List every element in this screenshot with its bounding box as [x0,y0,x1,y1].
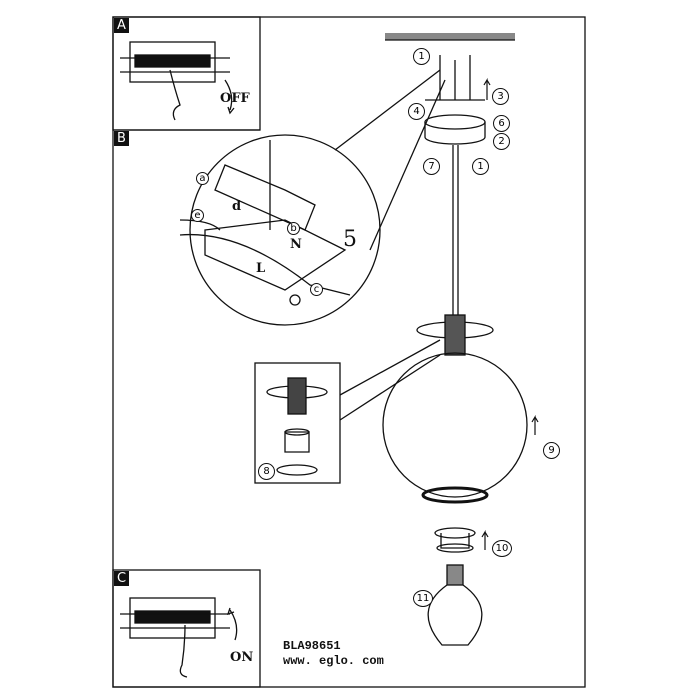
on-label: ON [230,650,254,665]
breaker-icon [120,41,235,121]
panel-c-box [112,569,261,688]
detail-step-number: 5 [343,227,357,252]
ceiling [385,33,515,40]
step-6-label: 6 [493,115,510,132]
detail-circle [189,134,381,326]
wire-n-label: N [290,237,302,252]
website: www. eglo. com [283,654,384,668]
terminal-block [179,140,351,306]
wire-a-label: a [196,172,209,185]
globe-opening [421,486,489,504]
socket-detail [266,377,328,476]
step-1b-label: 1 [472,158,489,175]
panel-a-label: A [114,18,129,33]
panel-b-label: B [114,131,129,146]
wire-e-label: e [191,209,204,222]
frame [112,16,586,688]
off-label: OFF [220,91,250,106]
panel-c-label: C [114,571,129,586]
wire-l-label: L [256,261,266,276]
mounting-bracket [425,55,485,101]
step-10-label: 10 [492,540,512,557]
shade-holder [416,314,494,356]
step-2-label: 2 [493,133,510,150]
model-number: BLA98651 [283,639,341,653]
glass-globe [382,352,528,498]
step-3-label: 3 [492,88,509,105]
panel-a-box [112,16,261,131]
step-9-label: 9 [543,442,560,459]
wire-d-label: d [232,199,242,214]
breaker-on-icon [120,597,238,678]
wire-c-label: c [310,283,323,296]
step-11-label: 11 [413,590,433,607]
canopy [424,114,486,145]
shade-ring [434,527,476,553]
step-8-label: 8 [258,463,275,480]
step-4-label: 4 [408,103,425,120]
light-bulb [427,564,483,646]
socket-detail-box [254,362,341,484]
step-7-label: 7 [423,158,440,175]
wire-b-label: b [287,222,300,235]
step-1-label: 1 [413,48,430,65]
